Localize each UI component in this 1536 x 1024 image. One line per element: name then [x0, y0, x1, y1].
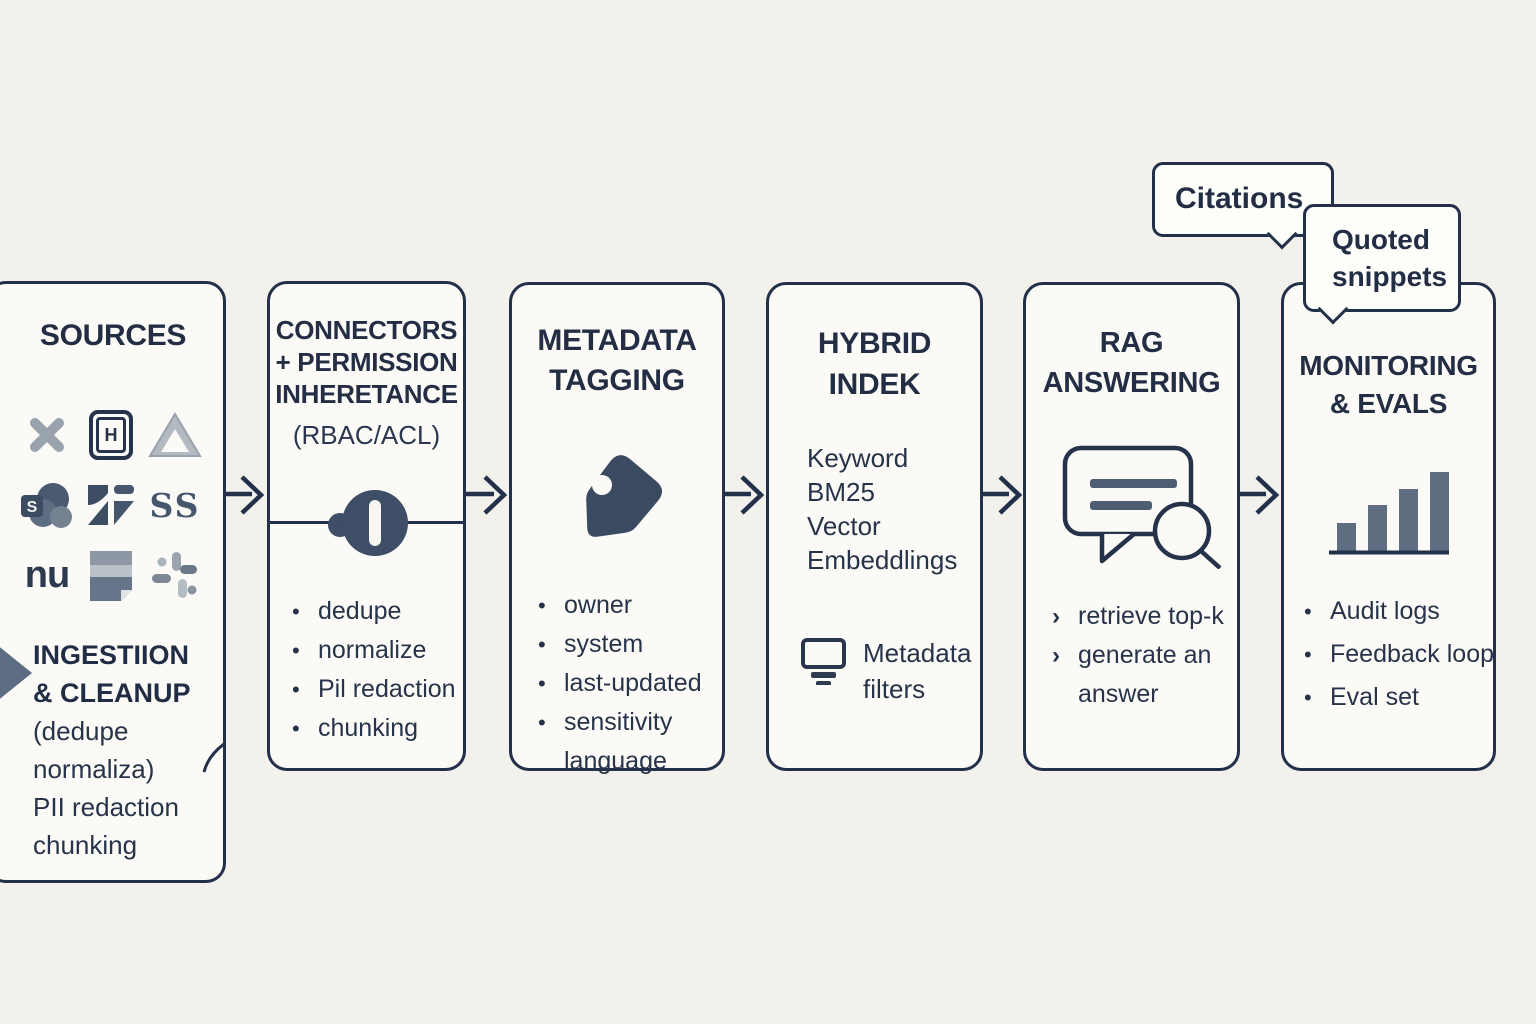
filter-label-2: filters — [863, 674, 926, 704]
bullet-item: dedupe — [318, 597, 402, 625]
filter-icon — [801, 638, 846, 685]
hybrid-line-4: Embeddlings — [807, 545, 958, 575]
metadata-tagging-panel: METADATA TAGGING •owner •system •last-up… — [509, 282, 725, 775]
hybrid-index-panel: HYBRID INDEK Keyword BM25 Vector Embeddl… — [766, 282, 983, 771]
metadata-title-1: METADATA — [537, 324, 697, 357]
bullet-item: Feedback loop — [1330, 640, 1495, 668]
monitoring-evals-panel: MONITORING & EVALS •Audit logs •Feedback… — [1281, 282, 1496, 771]
ingestion-line-2: normaliza) — [33, 754, 155, 784]
bullet-item: Eval set — [1330, 683, 1419, 711]
connectors-title-3: INHERETANCE — [275, 379, 458, 409]
rag-title-2: ANSWERING — [1042, 367, 1221, 399]
bar-chart-icon — [1328, 472, 1449, 555]
citations-label: Citations — [1175, 182, 1304, 215]
arrow-head-3 — [740, 475, 765, 515]
double-s-icon: SS — [149, 485, 201, 525]
bullet-item: last-updated — [564, 669, 702, 697]
monitoring-title-1: MONITORING — [1299, 350, 1478, 381]
monitoring-bullets: •Audit logs •Feedback loop •Eval set — [1304, 590, 1494, 719]
bullet-item: chunking — [318, 714, 419, 742]
metadata-bullets: •owner •system •last-updated •sensitivit… — [538, 586, 702, 780]
rag-bullets: ›retrieve top-k ›generate an answer — [1052, 597, 1224, 713]
connectors-title-2: + PERMISSION — [275, 347, 458, 377]
arrow-head-5 — [1255, 475, 1280, 515]
metadata-filters-row: Metadata filters — [799, 635, 971, 707]
hybrid-title-2: INDEK — [828, 368, 921, 401]
ingestion-line-bold2: & CLEANUP — [33, 678, 191, 708]
hybrid-index-lines: Keyword BM25 Vector Embeddlings — [807, 441, 957, 577]
hybrid-line-2: BM25 — [807, 477, 875, 507]
rag-title-1: RAG — [1099, 327, 1164, 359]
boxed-h-icon: H — [83, 407, 139, 463]
hybrid-line-3: Vector — [807, 511, 881, 541]
quoted-label-2: snippets — [1332, 261, 1448, 292]
citations-bubble-tail — [1266, 218, 1298, 250]
quoted-label-1: Quoted — [1332, 224, 1430, 255]
ingestion-line-bold1: INGESTIION — [33, 640, 190, 670]
nu-icon: nu — [24, 553, 70, 596]
connectors-subtitle: (RBAC/ACL) — [292, 420, 441, 450]
connectors-title-1: CONNECTORS — [275, 315, 458, 345]
ingestion-line-1: (dedupe — [33, 716, 129, 746]
hybrid-line-1: Keyword — [807, 443, 909, 473]
quoted-snippets-bubble: Quoted snippets — [1303, 204, 1461, 325]
ingestion-line-3: PII redaction — [33, 792, 179, 822]
x-mark-icon — [19, 407, 75, 463]
connectors-bullets: •dedupe •normalize •Pil redaction •chunk… — [292, 592, 456, 748]
ingestion-line-4: chunking — [33, 830, 138, 860]
chat-search-icon — [1062, 445, 1222, 569]
filter-label-1: Metadata — [863, 638, 972, 668]
bullet-continuation: language — [564, 747, 667, 775]
bullet-item: system — [564, 630, 644, 658]
bullet-item: retrieve top-k — [1078, 602, 1224, 630]
metadata-title-2: TAGGING — [549, 364, 685, 397]
arrow-head-2 — [483, 475, 508, 515]
bullet-item: Pil redaction — [318, 675, 456, 703]
tag-icon — [586, 455, 663, 537]
bullet-item: sensitivity — [564, 708, 673, 736]
sources-title: SOURCES — [39, 319, 187, 352]
hybrid-title-1: HYBRID — [817, 327, 932, 360]
svg-text:S: S — [27, 499, 38, 516]
sources-panel: SOURCES H — [0, 281, 226, 883]
connectors-panel: CONNECTORS + PERMISSION INHERETANCE (RBA… — [267, 281, 466, 771]
arrow-head-1 — [240, 475, 265, 515]
document-icon — [83, 547, 139, 603]
bullet-item: generate an — [1078, 641, 1212, 669]
sharepoint-icon: S — [19, 477, 75, 533]
zendesk-icon — [83, 477, 139, 533]
monitoring-title-2: & EVALS — [1329, 388, 1448, 419]
key-icon — [327, 490, 408, 556]
bullet-item: Audit logs — [1330, 597, 1440, 625]
arrow-head-4 — [998, 475, 1023, 515]
rag-answering-panel: RAG ANSWERING ›retrieve top-k ›generate … — [1023, 282, 1240, 771]
bullet-item: owner — [564, 591, 633, 619]
drive-triangle-icon — [147, 407, 203, 463]
source-icons-grid: H S — [19, 407, 203, 603]
bullet-item: normalize — [318, 636, 427, 664]
ingestion-cleanup-note: INGESTIION & CLEANUP (dedupe normaliza) … — [33, 636, 191, 864]
citations-bubble: Citations — [1152, 162, 1334, 250]
pinwheel-icon — [147, 547, 203, 603]
bullet-continuation: answer — [1078, 680, 1159, 708]
